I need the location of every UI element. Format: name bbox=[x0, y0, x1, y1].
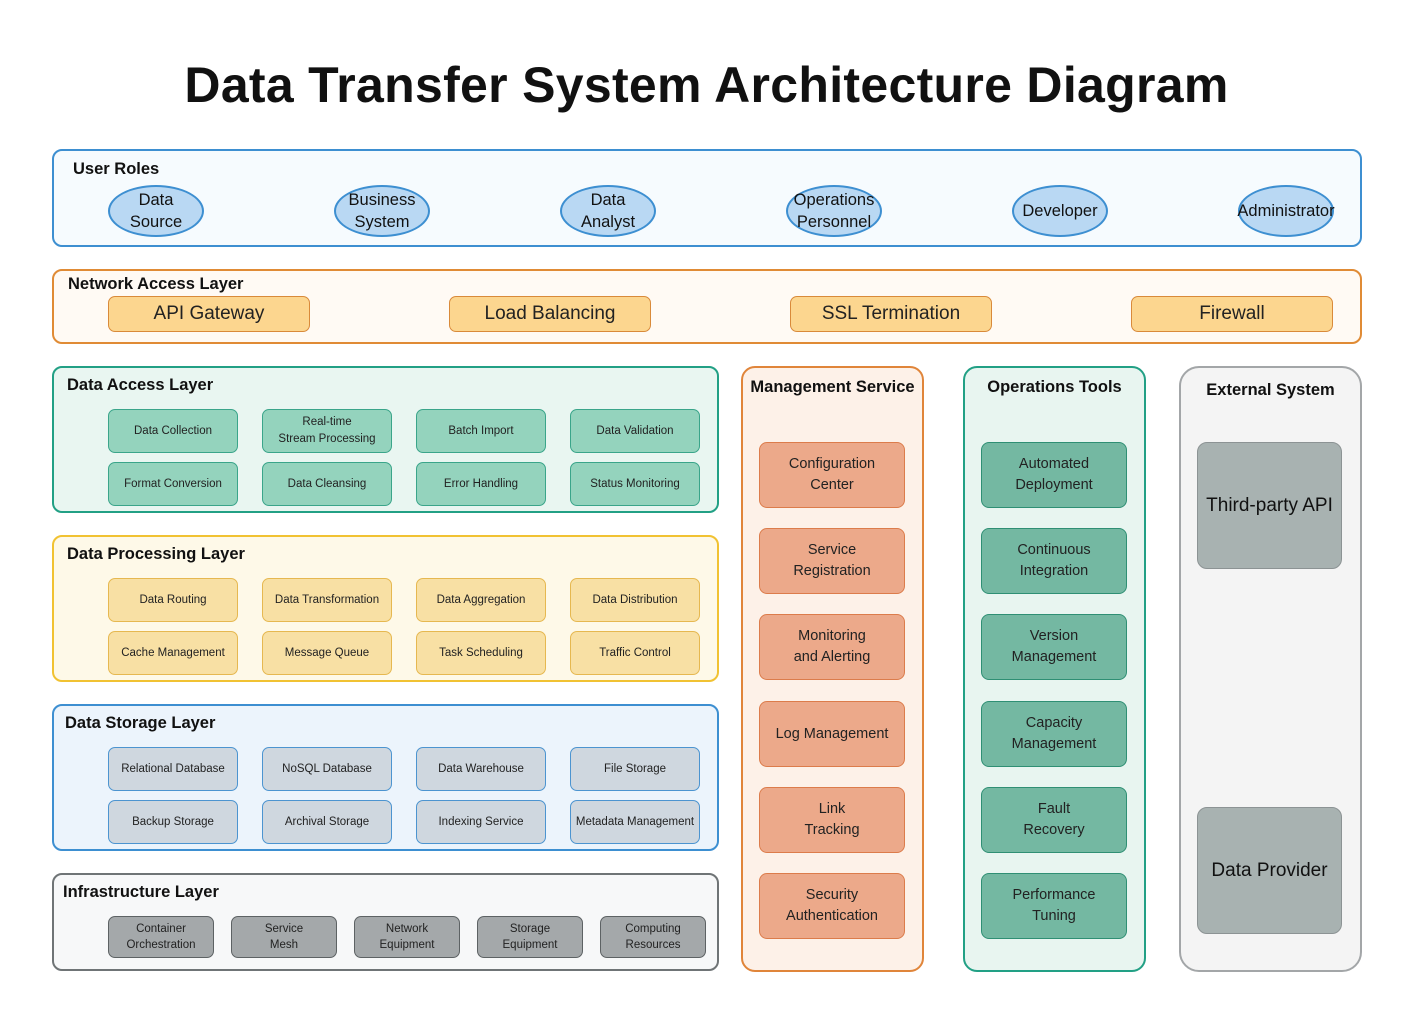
access-data-validation: Data Validation bbox=[570, 409, 700, 453]
role-operations-personnel-ellipse bbox=[786, 185, 882, 237]
proc-data-distribution: Data Distribution bbox=[570, 578, 700, 622]
role-developer-ellipse bbox=[1012, 185, 1108, 237]
ops-fault-recovery: Fault Recovery bbox=[981, 787, 1127, 853]
access-error-handling: Error Handling bbox=[416, 462, 546, 506]
access-status-monitoring: Status Monitoring bbox=[570, 462, 700, 506]
data-access-title: Data Access Layer bbox=[67, 376, 214, 394]
role-data-analyst-ellipse bbox=[560, 185, 656, 237]
proc-cache-management: Cache Management bbox=[108, 631, 238, 675]
role-data-source-ellipse bbox=[108, 185, 204, 237]
network-access-title: Network Access Layer bbox=[68, 275, 244, 293]
ops-performance-tuning: Performance Tuning bbox=[981, 873, 1127, 939]
proc-task-scheduling: Task Scheduling bbox=[416, 631, 546, 675]
store-relational-database: Relational Database bbox=[108, 747, 238, 791]
ops-continuous-integration: Continuous Integration bbox=[981, 528, 1127, 594]
infra-service-mesh: Service Mesh bbox=[231, 916, 337, 958]
ext-data-provider: Data Provider bbox=[1197, 807, 1342, 934]
infra-container-orchestration: Container Orchestration bbox=[108, 916, 214, 958]
proc-traffic-control: Traffic Control bbox=[570, 631, 700, 675]
mgmt-link-tracking: Link Tracking bbox=[759, 787, 905, 853]
infrastructure-title: Infrastructure Layer bbox=[63, 883, 219, 901]
external-system-title: External System bbox=[1206, 381, 1335, 399]
mgmt-configuration-center: Configuration Center bbox=[759, 442, 905, 508]
ext-third-party-api: Third-party API bbox=[1197, 442, 1342, 569]
infra-computing-resources: Computing Resources bbox=[600, 916, 706, 958]
data-processing-title: Data Processing Layer bbox=[67, 545, 245, 563]
net-api-gateway: API Gateway bbox=[108, 296, 310, 332]
role-administrator: Administrator bbox=[1237, 202, 1335, 220]
access-format-conversion: Format Conversion bbox=[108, 462, 238, 506]
user-roles-panel bbox=[52, 149, 1362, 247]
proc-data-routing: Data Routing bbox=[108, 578, 238, 622]
role-administrator-ellipse bbox=[1238, 185, 1334, 237]
proc-message-queue: Message Queue bbox=[262, 631, 392, 675]
store-indexing-service: Indexing Service bbox=[416, 800, 546, 844]
role-developer: Developer bbox=[1022, 202, 1098, 220]
net-ssl-termination: SSL Termination bbox=[790, 296, 992, 332]
store-data-warehouse: Data Warehouse bbox=[416, 747, 546, 791]
infra-network-equipment: Network Equipment bbox=[354, 916, 460, 958]
role-business-system: Business System bbox=[348, 191, 416, 231]
ops-automated-deployment: Automated Deployment bbox=[981, 442, 1127, 508]
operations-tools-title: Operations Tools bbox=[987, 378, 1122, 396]
user-roles-title: User Roles bbox=[73, 160, 160, 178]
access-realtime-stream-processing: Real-time Stream Processing bbox=[262, 409, 392, 453]
management-service-title: Management Service bbox=[750, 378, 915, 396]
proc-data-aggregation: Data Aggregation bbox=[416, 578, 546, 622]
mgmt-service-registration: Service Registration bbox=[759, 528, 905, 594]
mgmt-log-management: Log Management bbox=[759, 701, 905, 767]
role-data-source: Data Source bbox=[129, 191, 183, 231]
access-data-collection: Data Collection bbox=[108, 409, 238, 453]
role-business-system-ellipse bbox=[334, 185, 430, 237]
ops-capacity-management: Capacity Management bbox=[981, 701, 1127, 767]
mgmt-security-authentication: Security Authentication bbox=[759, 873, 905, 939]
store-metadata-management: Metadata Management bbox=[570, 800, 700, 844]
diagram-title: Data Transfer System Architecture Diagra… bbox=[184, 57, 1229, 113]
ops-version-management: Version Management bbox=[981, 614, 1127, 680]
infra-storage-equipment: Storage Equipment bbox=[477, 916, 583, 958]
store-nosql-database: NoSQL Database bbox=[262, 747, 392, 791]
proc-data-transformation: Data Transformation bbox=[262, 578, 392, 622]
store-backup-storage: Backup Storage bbox=[108, 800, 238, 844]
mgmt-monitoring-alerting: Monitoring and Alerting bbox=[759, 614, 905, 680]
net-firewall: Firewall bbox=[1131, 296, 1333, 332]
role-data-analyst: Data Analyst bbox=[580, 191, 636, 231]
store-file-storage: File Storage bbox=[570, 747, 700, 791]
access-data-cleansing: Data Cleansing bbox=[262, 462, 392, 506]
net-load-balancing: Load Balancing bbox=[449, 296, 651, 332]
access-batch-import: Batch Import bbox=[416, 409, 546, 453]
store-archival-storage: Archival Storage bbox=[262, 800, 392, 844]
role-operations-personnel: Operations Personnel bbox=[793, 191, 875, 231]
data-storage-title: Data Storage Layer bbox=[65, 714, 216, 732]
